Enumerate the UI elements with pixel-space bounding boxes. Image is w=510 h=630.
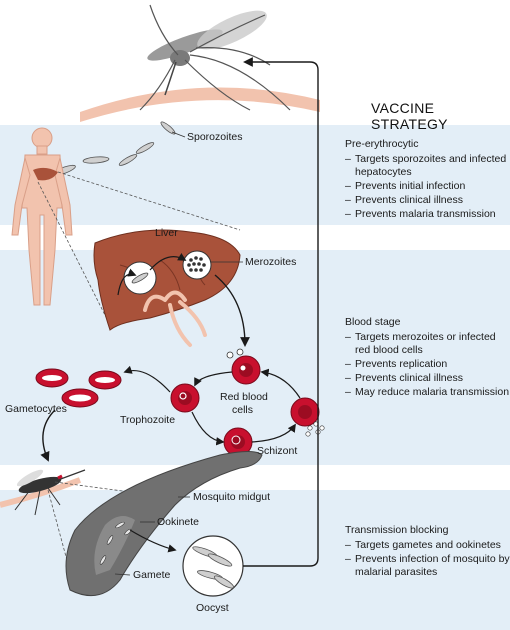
label-ookinete: Ookinete: [157, 516, 200, 528]
trophozoite-icon: [170, 383, 200, 413]
label-schizont: Schizont: [257, 445, 298, 457]
strategy-bullet: Prevents clinical illness: [345, 372, 510, 385]
strategy-blood-stage: Blood stage Targets merozoites or infect…: [345, 316, 510, 400]
sporozoites-icon: [54, 121, 176, 176]
vaccine-strategy-heading: VACCINE STRATEGY: [371, 100, 448, 132]
strategy-pre-erythrocytic: Pre-erythrocytic Targets sporozoites and…: [345, 138, 510, 222]
mosquito-bottom-icon: [0, 469, 86, 516]
strategy-title: Transmission blocking: [345, 524, 449, 536]
cycle-return-arrow: [243, 57, 319, 567]
label-gametocytes: Gametocytes: [5, 403, 67, 415]
red-blood-cell-merozoite-icon: [226, 348, 261, 385]
rupturing-cell-icon: [290, 397, 325, 437]
gametocytes-icon: [35, 368, 122, 408]
strategy-bullet: Prevents malaria transmission: [345, 208, 510, 221]
strategy-transmission-blocking: Transmission blocking Targets gametes an…: [345, 524, 510, 580]
skin-surface: [80, 87, 320, 122]
human-liver-icon: [33, 167, 58, 181]
strategy-title: Pre-erythrocytic: [345, 138, 419, 150]
label-mosquito-midgut: Mosquito midgut: [193, 491, 271, 503]
oocyst-icon: [182, 535, 244, 597]
strategy-bullet: Prevents replication: [345, 358, 510, 371]
liver-icon: [93, 229, 241, 347]
strategy-bullet: Prevents clinical illness: [345, 194, 510, 207]
label-oocyst: Oocyst: [196, 602, 229, 614]
mosquito-top-icon: [139, 4, 291, 111]
label-red-blood-cells-line1: Red blood: [220, 391, 268, 403]
human-body-icon: [11, 127, 73, 306]
label-merozoites: Merozoites: [245, 256, 297, 268]
label-red-blood-cells-line2: cells: [232, 404, 254, 416]
strategy-bullet: May reduce malaria transmission: [345, 386, 510, 399]
label-sporozoites: Sporozoites: [187, 131, 243, 143]
label-trophozoite: Trophozoite: [120, 414, 176, 426]
strategy-title: Blood stage: [345, 316, 401, 328]
strategy-bullet: Prevents infection of mosquito by malari…: [345, 553, 510, 578]
label-gamete: Gamete: [133, 569, 171, 581]
strategy-bullet: Targets merozoites or infected red blood…: [345, 331, 510, 356]
strategy-bullet: Targets gametes and ookinetes: [345, 539, 510, 552]
strategy-bullet: Targets sporozoites and infected hepatoc…: [345, 153, 510, 178]
strategy-bullet: Prevents initial infection: [345, 180, 510, 193]
label-liver: Liver: [155, 227, 178, 239]
